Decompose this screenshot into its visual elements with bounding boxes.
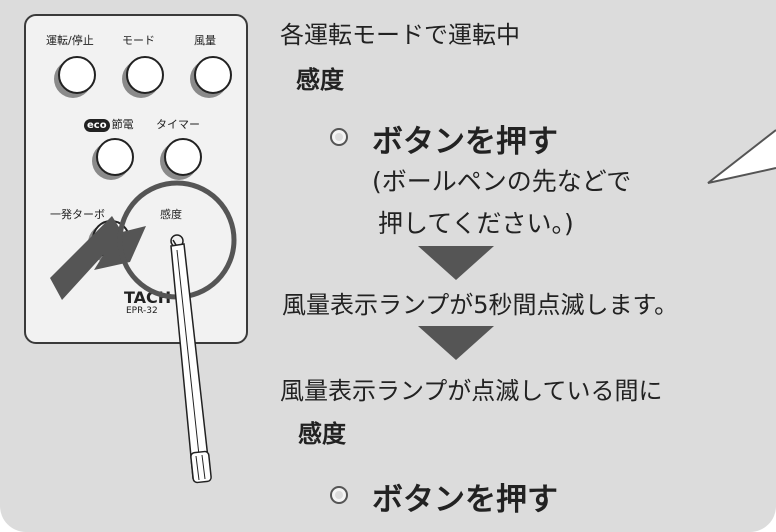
eco-power-text: 節電 <box>111 118 134 131</box>
ballpoint-pen <box>170 239 212 484</box>
sensitivity-text-1: 感度 <box>296 66 344 94</box>
eco-badge: eco <box>84 119 110 132</box>
down-arrow-icon-1 <box>418 246 494 280</box>
mode-label: モード <box>122 34 155 47</box>
turbo-label: 一発ターボ <box>50 208 105 221</box>
run-stop-button[interactable] <box>58 56 96 94</box>
down-arrow-icon-2 <box>418 326 494 360</box>
button-bullet-icon-1 <box>330 128 348 146</box>
timer-button[interactable] <box>164 138 202 176</box>
pointer-arrow-shape <box>50 216 146 300</box>
step-line-1: 各運転モードで運転中 <box>280 21 520 49</box>
note-line-2: 押してください。) <box>378 209 574 238</box>
press-button-text-2: ボタンを押す <box>372 482 558 518</box>
button-bullet-icon-2 <box>330 486 348 504</box>
pointer-arrow <box>50 216 146 300</box>
run-stop-label: 運転/停止 <box>46 34 94 47</box>
sensitivity-text-2: 感度 <box>298 420 346 448</box>
timer-label: タイマー <box>156 118 200 131</box>
press-button-text-1: ボタンを押す <box>372 124 558 160</box>
eco-power-button[interactable] <box>96 138 134 176</box>
sensitivity-label: 感度 <box>160 208 182 221</box>
mode-button[interactable] <box>126 56 164 94</box>
model-number: EPR-32 <box>126 306 158 316</box>
fan-label: 風量 <box>194 34 216 47</box>
callout-pointer <box>707 129 776 184</box>
step-line-3: 風量表示ランプが点滅している間に <box>280 377 663 405</box>
fan-button[interactable] <box>194 56 232 94</box>
note-line-1: (ボールペンの先などで <box>372 167 632 196</box>
step-line-2: 風量表示ランプが5秒間点滅します。 <box>282 291 679 319</box>
